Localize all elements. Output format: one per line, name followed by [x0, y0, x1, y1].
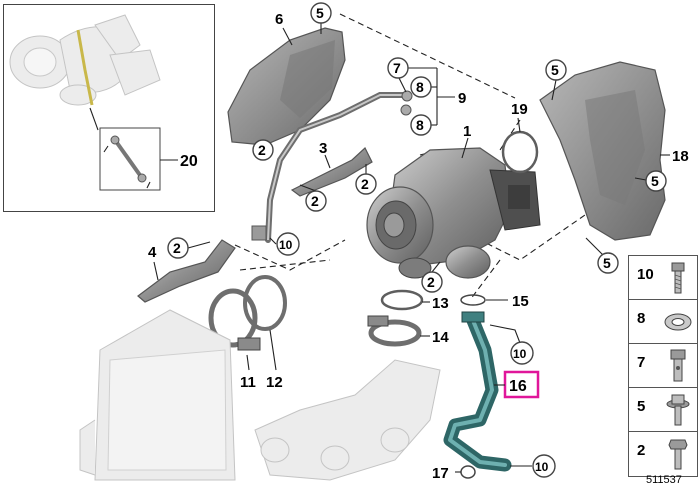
- callout-2a: 2: [258, 142, 266, 158]
- sealing-ring-13[interactable]: [380, 289, 424, 311]
- bolt-icon: [671, 262, 685, 294]
- callout-10c: 10: [535, 460, 549, 474]
- hardware-legend: 10 8 7 5 2: [628, 255, 698, 477]
- callout-5d-group: [585, 237, 619, 274]
- callout-16: 16: [509, 378, 527, 395]
- legend-number: 8: [637, 310, 646, 327]
- legend-number: 5: [637, 398, 646, 415]
- callout-2e: 2: [427, 274, 435, 290]
- callout-3: 3: [319, 140, 327, 157]
- callout-5a-group: [310, 2, 332, 34]
- callout-2e-group: [421, 261, 443, 293]
- callout-19: 19: [511, 101, 528, 118]
- callout-7: 7: [393, 60, 401, 76]
- callout-10c-group: [510, 454, 556, 478]
- turbocharger-1[interactable]: [366, 147, 541, 279]
- v-band-clamp-11[interactable]: [208, 288, 261, 351]
- legend-row: 8: [629, 300, 697, 344]
- v-band-clamp-14[interactable]: [367, 315, 422, 347]
- callout-circle-8a: [410, 76, 432, 98]
- callout-2d: 2: [173, 240, 181, 256]
- gasket-ring-19[interactable]: [501, 130, 539, 174]
- callout-5d: 5: [603, 255, 611, 271]
- callout-18: 18: [672, 148, 689, 165]
- legend-number: 2: [637, 442, 646, 459]
- callout-8b: 8: [416, 117, 424, 133]
- callout-10a: 10: [279, 238, 293, 252]
- callout-9: 9: [458, 90, 466, 107]
- callout-2a-group: [252, 139, 274, 161]
- callout-10b-group: [489, 324, 534, 365]
- legend-row: 2: [629, 432, 697, 476]
- callout-circle-7: [387, 57, 409, 79]
- callout-2d-group: [167, 237, 211, 259]
- inset-frame: [3, 4, 215, 212]
- callout-5a: 5: [316, 5, 324, 21]
- callout-6: 6: [275, 11, 283, 28]
- legend-row: 5: [629, 388, 697, 432]
- gasket-15[interactable]: [460, 294, 486, 306]
- inset-turbo-overview: [9, 14, 178, 191]
- callout-circle-8b: [410, 114, 432, 136]
- sealing-ring-icon: [664, 313, 692, 331]
- callout-14: 14: [432, 329, 449, 346]
- catalytic-converter-ghost: [79, 309, 236, 481]
- hex-bolt-icon: [668, 439, 688, 470]
- callout-12: 12: [266, 374, 283, 391]
- legend-row: 10: [629, 256, 697, 300]
- bracket-3[interactable]: [290, 147, 373, 197]
- callout-2c-group: [355, 164, 377, 195]
- callout-5c: 5: [651, 173, 659, 189]
- exhaust-manifold-ghost: [254, 359, 441, 481]
- callout-8a: 8: [416, 79, 424, 95]
- callout-13: 13: [432, 295, 449, 312]
- callout-11: 11: [240, 374, 256, 391]
- callout-17: 17: [432, 465, 449, 482]
- callout-2b-group: [299, 184, 327, 212]
- seal-ring-17[interactable]: [460, 465, 476, 479]
- oil-feed-pipe-9[interactable]: [265, 90, 413, 243]
- oil-return-pipe-16[interactable]: [443, 311, 512, 472]
- callout-5b-group: [545, 59, 567, 101]
- legend-number: 7: [637, 354, 646, 371]
- heat-shield-6[interactable]: [227, 27, 346, 146]
- heat-shield-18[interactable]: [539, 61, 666, 241]
- callout-1: 1: [463, 123, 471, 140]
- bracket-4[interactable]: [137, 239, 236, 303]
- callout-2b: 2: [311, 193, 319, 209]
- diagram-id: 511537: [646, 474, 682, 486]
- callout-20: 20: [180, 153, 198, 170]
- callout-10b: 10: [513, 347, 527, 361]
- legend-row: 7: [629, 344, 697, 388]
- callout-2c: 2: [361, 176, 369, 192]
- callout-15: 15: [512, 293, 529, 310]
- callout-4: 4: [148, 244, 157, 261]
- banjo-bolt-icon: [670, 349, 686, 382]
- collar-bolt-icon: [666, 394, 690, 426]
- legend-number: 10: [637, 266, 654, 283]
- callout-5c-group: [634, 170, 667, 192]
- gasket-ring-12[interactable]: [243, 275, 287, 331]
- callout-10a-group: [251, 225, 300, 256]
- callout-5b: 5: [551, 62, 559, 78]
